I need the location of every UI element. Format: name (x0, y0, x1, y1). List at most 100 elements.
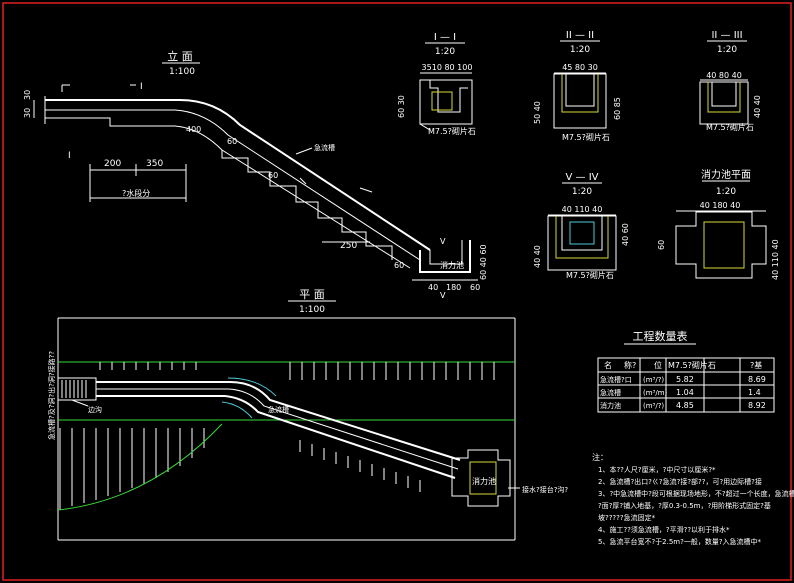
stilling-pool-plan: 消力池平面 1:20 40 180 40 60 40 110 40 (657, 168, 780, 280)
row1-unit: (m³/?) (643, 376, 664, 384)
notes-title: 注： (592, 452, 608, 462)
label-ditch: 边沟 (88, 405, 102, 414)
dim-250: 250 (340, 241, 357, 251)
sec1-side: 60 30 (397, 95, 406, 118)
pool-plan (451, 449, 511, 507)
chute-bottom-line (45, 117, 411, 269)
sec2-scale: 1:20 (570, 45, 590, 55)
dim-60c: 60 (394, 261, 404, 270)
sec4-side-l: 40 40 (533, 245, 542, 268)
dim-200: 200 (104, 159, 121, 169)
th-name2: 称? (624, 360, 636, 370)
chute-top-line (45, 99, 431, 251)
mark-v-bottom: V (440, 291, 446, 300)
dim-60d: 60 (470, 283, 480, 292)
slope-curve (57, 423, 223, 511)
sec3-scale: 1:20 (717, 45, 737, 55)
th-name: 名 (604, 360, 612, 370)
note-3c: 坡?????急流固定* (598, 513, 656, 522)
sec1-dims: 3510 80 100 (422, 63, 473, 72)
sec4-side: 40 60 (621, 223, 630, 246)
dim-60a: 60 (227, 137, 237, 146)
row2-unit: (m³/m) (643, 389, 668, 397)
dim-40-elev: 40 (428, 283, 438, 292)
plan-view: 平 面 1:100 (47, 288, 568, 541)
row2-name: 急流槽 (600, 388, 621, 397)
sec3-material: M7.5?砌片石 (706, 122, 754, 132)
label-chute-plan: 急流槽 (268, 405, 289, 414)
dim-350: 350 (146, 159, 163, 169)
sec1-title: I — I (434, 32, 456, 43)
hatch-slope (59, 428, 421, 510)
row3-v1: 4.85 (676, 401, 694, 410)
dim-180-elev: 180 (446, 283, 461, 292)
inlet-box (57, 377, 97, 401)
note-4: 4、施工??须急流槽，?平滑??以利于排水* (598, 525, 730, 534)
label-outlet: 接水?接台?沟? (522, 485, 568, 494)
pool-outline (675, 211, 767, 279)
sec4-outline (547, 215, 617, 271)
note-2: 2、急流槽?出口?ㄍ?急流?接?部??，可?用边际槽?接 (598, 477, 762, 486)
dim-30b: 30 (23, 90, 32, 100)
section-1: I — I 1:20 3510 80 100 60 30 M7.5?砌片石 (397, 32, 476, 136)
label-pool-plan: 消力池 (472, 476, 496, 486)
pool-right: 40 110 40 (771, 239, 780, 280)
plan-title: 平 面 (299, 288, 325, 301)
note-3b: ?面?厚?铺入地基，?厚0.3-0.5m，?用阶梯形式固定?基 (598, 501, 771, 510)
chute-inner-line (45, 109, 421, 261)
section-mark-i-bottom: I (68, 151, 71, 161)
sec3-outline (699, 81, 749, 125)
sec2-side-a: 50 40 (533, 101, 542, 124)
note-5: 5、急流平台宽不?于2.5m?一般，数量?入急流槽中* (598, 537, 762, 546)
note-1: 1、本??人尺?厘米，?中尺寸以厘米?* (598, 465, 716, 474)
pool-title: 消力池平面 (701, 168, 751, 181)
section-2: II — II 1:20 45 80 30 50 40 60 85 M7.5?砌… (533, 30, 622, 142)
row1-v2: 8.69 (748, 375, 766, 384)
sec4-scale: 1:20 (572, 187, 592, 197)
sec1-scale: 1:20 (435, 47, 455, 57)
sec2-dims: 45 80 30 (562, 63, 598, 72)
note-3: 3、?中急流槽中?段可根据现场地形，不?超过一个长度，急流槽坡 (598, 489, 794, 498)
quantity-table: 工程数量表 名 称? 位 M7.5?砌片石 ?基 急流槽?口 (m³/?) 5.… (597, 329, 775, 413)
dim-segment: ?水段分 (122, 188, 150, 198)
plan-scale: 1:100 (299, 305, 325, 315)
right-dims-elev: 60 40 60 (479, 244, 488, 280)
elevation-title: 立 面 (167, 49, 193, 63)
sec3-side: 40 40 (753, 95, 762, 118)
chute-plan-lower (96, 395, 456, 479)
chute-plan-upper (96, 381, 461, 461)
pool-dims: 40 180 40 (700, 201, 741, 210)
sec2-outline (553, 73, 607, 129)
stepped-foundation (221, 150, 393, 260)
row3-v2: 8.92 (748, 401, 766, 410)
sec1-outline (419, 79, 473, 125)
pool-scale: 1:20 (716, 187, 736, 197)
dim-60b: 60 (268, 171, 278, 180)
table-title: 工程数量表 (633, 329, 688, 343)
elevation-view: 立 面 1:100 I I 30 30 消力池 V V 40 180 60 60… (23, 49, 488, 300)
pool-left: 60 (657, 240, 666, 250)
sec4-material: M7.5?砌片石 (566, 270, 614, 280)
hatch-top (99, 362, 495, 380)
sec1-material: M7.5?砌片石 (428, 126, 476, 136)
sec2-title: II — II (566, 30, 594, 41)
row1-name: 急流槽?口 (600, 375, 632, 384)
mark-v-top: V (440, 237, 446, 246)
stilling-pool-elevation (419, 240, 471, 273)
sec2-side-b: 60 85 (613, 97, 622, 120)
th-unit: 位 (654, 360, 662, 370)
dim-400: 400 (186, 125, 201, 134)
sec3-title: II — III (711, 30, 742, 41)
sec2-material: M7.5?砌片石 (562, 132, 610, 142)
label-stilling-elev: 消力池 (440, 260, 464, 270)
row3-name: 消力池 (600, 401, 621, 410)
sec4-dims: 40 110 40 (562, 205, 603, 214)
sec3-dims: 40 80 40 (706, 71, 742, 80)
row1-v1: 5.82 (676, 375, 694, 384)
section-3: II — III 1:20 40 80 40 40 40 M7.5?砌片石 (699, 30, 762, 132)
section-4: V — IV 1:20 40 110 40 40 60 40 40 M7.5?砌… (533, 172, 630, 280)
label-left-plan: 急流槽?及?洞?出?洞?接路?? (47, 351, 56, 440)
